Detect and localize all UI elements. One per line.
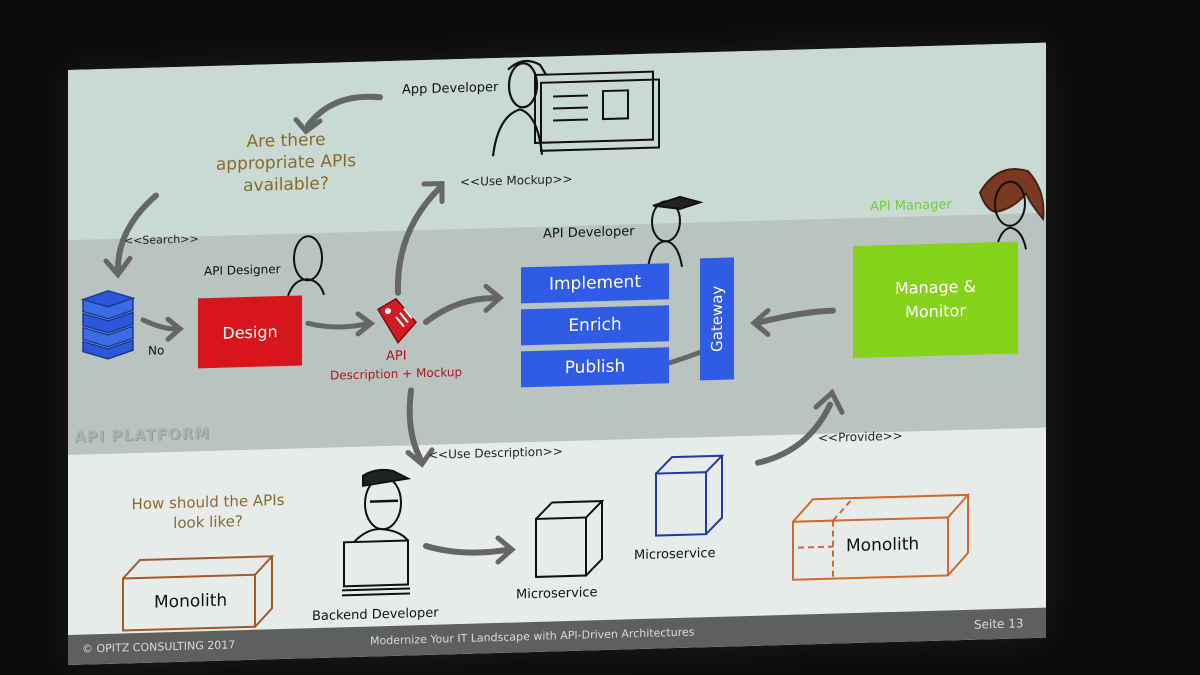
arrow-use-mockup [394, 180, 445, 296]
footer-copyright: © OPITZ CONSULTING 2017 [82, 638, 236, 656]
implement-box[interactable]: Implement [521, 263, 669, 304]
manage-monitor-line-1: Manage & [894, 276, 977, 298]
app-developer-label: App Developer [402, 79, 499, 98]
monolith-left-box [122, 555, 275, 632]
arrow-provide [755, 388, 845, 466]
arrow-manage-to-gateway [750, 307, 836, 337]
microservice-label-2: Microservice [634, 545, 716, 564]
monolith-left-label: Monolith [154, 590, 228, 613]
gateway-box[interactable]: Gateway [700, 257, 734, 381]
arrow-use-description [405, 387, 435, 468]
microservice-cube-1 [535, 500, 605, 578]
api-designer-label: API Designer [204, 262, 281, 279]
api-designer-figure-icon [287, 235, 325, 297]
publish-box[interactable]: Publish [521, 347, 669, 388]
footer-page: Seite 13 [974, 616, 1024, 632]
api-label: API [386, 348, 407, 365]
design-box-label: Design [222, 321, 278, 343]
books-icon [80, 290, 136, 360]
question-top: Are there appropriate APIs available? [186, 127, 386, 199]
footer-title: Modernize Your IT Landscape with API-Dri… [370, 625, 695, 648]
api-developer-figure-icon [647, 195, 704, 268]
slide: Are there appropriate APIs available? Ap… [68, 42, 1046, 665]
arrow-to-question [293, 93, 383, 135]
arrow-design-to-api [305, 311, 376, 337]
monolith-right-label: Monolith [846, 534, 920, 557]
microservice-label-1: Microservice [516, 585, 598, 603]
publish-label: Publish [564, 356, 626, 379]
arrow-backend-to-microservice [423, 535, 516, 565]
api-manager-label: API Manager [870, 197, 952, 215]
manage-monitor-box[interactable]: Manage & Monitor [853, 241, 1018, 359]
arrow-no [140, 316, 184, 342]
api-manager-figure-icon [978, 168, 1045, 251]
implement-label: Implement [548, 271, 641, 295]
publish-gateway-connector [665, 349, 703, 366]
screen-mockup-icon [534, 70, 660, 152]
backend-developer-figure-icon [342, 468, 412, 597]
price-tag-icon [376, 297, 417, 345]
enrich-box[interactable]: Enrich [521, 305, 669, 346]
design-box[interactable]: Design [198, 295, 302, 369]
enrich-label: Enrich [568, 314, 622, 337]
arrow-search [103, 192, 159, 279]
api-platform-label: API PLATFORM [74, 424, 211, 446]
diagram-drawings [80, 59, 1045, 632]
api-developer-label: API Developer [543, 224, 635, 242]
search-label: <<Search>> [124, 232, 199, 248]
gateway-label: Gateway [708, 285, 727, 353]
question-bottom: How should the APIs look like? [118, 490, 298, 535]
app-developer-figure-icon [491, 59, 547, 157]
no-label: No [148, 343, 165, 358]
provide-label: <<Provide>> [818, 428, 903, 446]
microservice-cube-2 [655, 454, 725, 537]
monolith-right-box [792, 493, 971, 581]
manage-monitor-line-2: Monitor [905, 300, 966, 322]
arrow-to-implement [423, 283, 504, 326]
